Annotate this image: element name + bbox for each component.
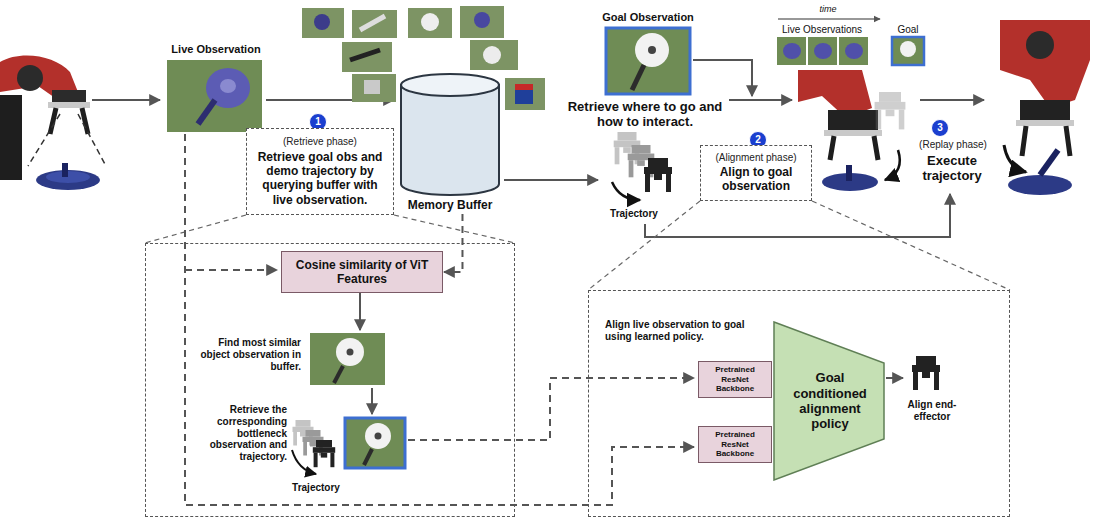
diagram-label: Retrieve where to go and how to interact… <box>565 99 725 130</box>
node-text: Find most similar object observation in … <box>199 337 301 372</box>
node-text: (Retrieve phase) <box>283 136 357 148</box>
phase-box: (Retrieve phase) Retrieve goal obs and de… <box>246 128 394 215</box>
node-text: (Alignment phase) <box>715 152 796 164</box>
policy-trapezoid: Goal conditioned alignment policy <box>773 321 885 481</box>
text-holder: Align live observation to goal using lea… <box>605 319 765 343</box>
backbone-box: Pretrained ResNet Backbone <box>698 361 772 398</box>
node-text: Pretrained ResNet Backbone <box>702 365 768 393</box>
node-text: Retrieve goal obs and demo trajectory by… <box>251 150 389 207</box>
label-holder: Retrieve where to go and how to interact… <box>565 99 725 130</box>
phase-box: (Alignment phase)Align to goal observati… <box>700 145 812 201</box>
diagram-label: Execute trajectory <box>910 153 994 184</box>
label-holder: Trajectory <box>603 208 665 220</box>
label-holder: Live Observation <box>160 43 272 56</box>
node-text: 1 <box>315 116 321 128</box>
node-text: Trajectory <box>285 482 347 494</box>
step-number: 3 <box>931 119 949 137</box>
diagram-label: Live Observation <box>160 43 272 56</box>
text-holder: Retrieve the corresponding bottleneck ob… <box>191 404 287 463</box>
label-holder: Live Observations <box>772 24 872 36</box>
label-holder: Goal <box>888 24 928 36</box>
label-holder: (Replay phase) <box>908 139 998 151</box>
text-holder: Trajectory <box>285 482 347 494</box>
label-holder: time <box>808 4 848 15</box>
label-holder: Align end-effector <box>896 399 968 423</box>
cylinder-top <box>401 74 499 96</box>
trapezoid-outline <box>774 322 884 480</box>
node-text: Memory Buffer <box>408 198 493 212</box>
backbone-box: Pretrained ResNet Backbone <box>698 426 772 463</box>
diagram-label: Trajectory <box>603 208 665 220</box>
process-box: Cosine similarity of ViT Features <box>281 251 443 293</box>
label-holder: Goal Observation <box>596 11 700 24</box>
diagram-label: time <box>808 4 848 15</box>
node-text: 3 <box>937 122 943 134</box>
diagram-label: Goal <box>888 24 928 36</box>
text-holder: Find most similar object observation in … <box>199 337 301 372</box>
diagram-label: Goal Observation <box>596 11 700 24</box>
cylinder-shape <box>398 72 502 214</box>
node-text: Pretrained ResNet Backbone <box>702 430 768 458</box>
node-text: Cosine similarity of ViT Features <box>285 258 439 286</box>
diagram-label: Live Observations <box>772 24 872 36</box>
diagram-label: Align end-effector <box>896 399 968 423</box>
diagram-label: (Replay phase) <box>908 139 998 151</box>
detail-region: Find most similar object observation in … <box>145 243 515 517</box>
label-holder: Execute trajectory <box>910 153 994 184</box>
memory-buffer: Memory Buffer <box>398 72 502 214</box>
node-text: Align live observation to goal using lea… <box>605 319 765 343</box>
node-text: Retrieve the corresponding bottleneck ob… <box>191 404 287 463</box>
node-text: Goal conditioned alignment policy <box>779 370 881 431</box>
cylinder-body <box>401 85 499 195</box>
node-text: Align to goal observation <box>705 165 807 193</box>
